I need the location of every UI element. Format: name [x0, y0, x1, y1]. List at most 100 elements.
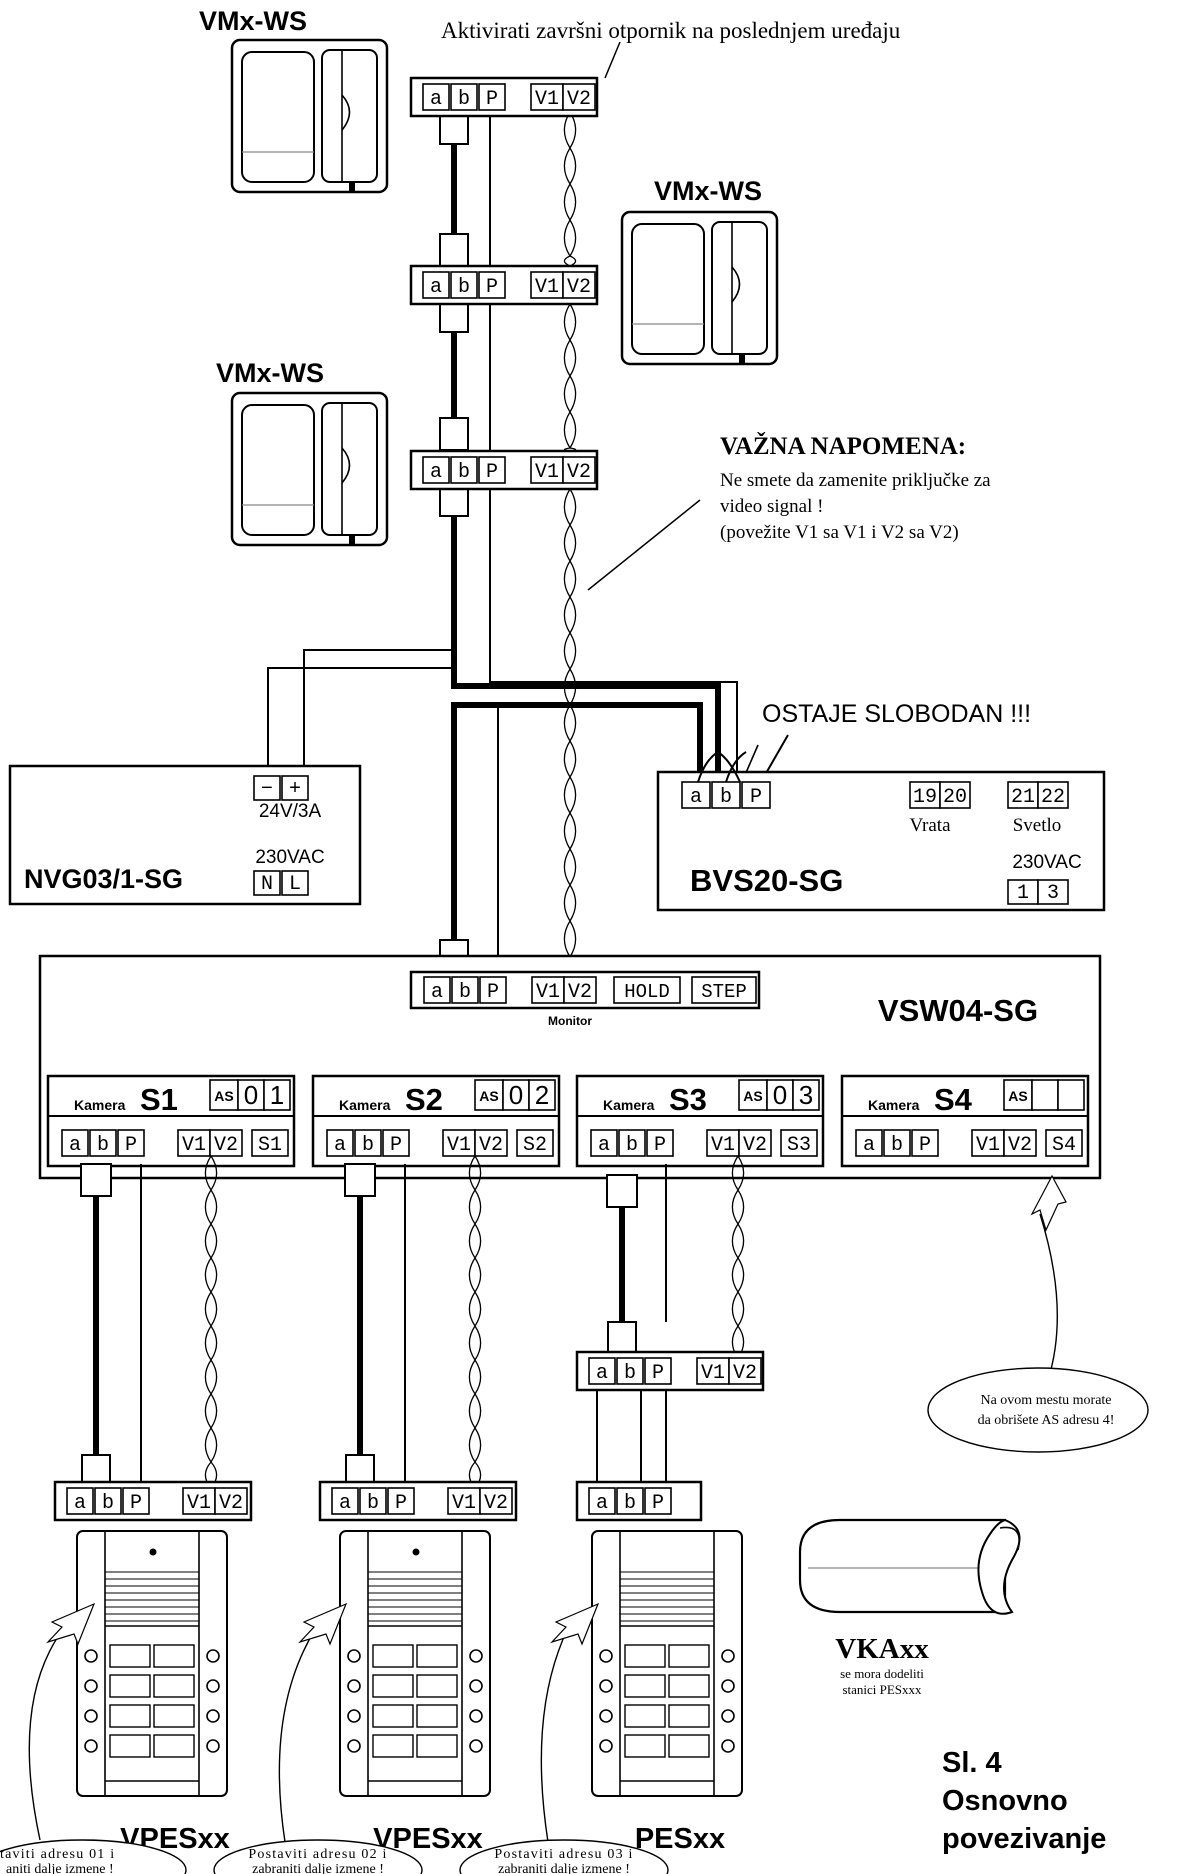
- switch-v2: V2: [563, 976, 597, 1004]
- cam2-p-label: P: [390, 1134, 402, 1157]
- camera-word-3: Kamera: [603, 1097, 655, 1113]
- psu-n-terminal-label: N: [261, 873, 273, 896]
- panel-3-name: PESxx: [635, 1823, 725, 1855]
- strip-mon3-a: a: [422, 456, 450, 484]
- cam2-p: P: [382, 1129, 410, 1157]
- cam4-v2: V2: [1003, 1129, 1037, 1157]
- bvs-in-rating: 230VAC: [1012, 852, 1081, 873]
- cam3-b: b: [618, 1129, 646, 1157]
- strip-mon1-p-label: P: [486, 88, 498, 111]
- switch-step-terminal-label: STEP: [701, 981, 747, 1003]
- switch-p: P: [479, 976, 507, 1004]
- bvs-3-terminal: 3: [1037, 879, 1069, 905]
- strip-mon3-p-label: P: [486, 461, 498, 484]
- switch-name: VSW04-SG: [878, 993, 1038, 1028]
- bvs-1-terminal: 1: [1007, 879, 1039, 905]
- monitor-title-2: VMx-WS: [654, 176, 762, 206]
- bvs-20-terminal-label: 20: [943, 786, 967, 809]
- switch-a: a: [423, 976, 451, 1004]
- strip-p1-v2-label: V2: [219, 1492, 243, 1515]
- strip-mon3-v2: V2: [562, 456, 596, 484]
- strip-mon1-b: b: [450, 83, 478, 111]
- as-label-4: AS: [1008, 1088, 1027, 1104]
- strip-p2-v2-label: V2: [484, 1492, 508, 1515]
- panel-2-note-bubble: [213, 1839, 423, 1874]
- switch-hold-terminal-label: HOLD: [624, 981, 670, 1003]
- strip-p3-a: a: [588, 1487, 616, 1515]
- cam1-v2-label: V2: [214, 1134, 238, 1157]
- cam1-sw-label: S1: [258, 1134, 282, 1157]
- cam2-a: a: [326, 1129, 354, 1157]
- strip-p3-b-label: b: [624, 1492, 636, 1515]
- cam2-b-label: b: [362, 1134, 374, 1157]
- vka-name: VKAxx: [835, 1633, 929, 1665]
- strip-mon2-a: a: [422, 271, 450, 299]
- important-note-line1: Ne smete da zamenite priključke za: [720, 470, 991, 491]
- strip-p1-a-label: a: [74, 1492, 86, 1515]
- strip-p1-v2: V2: [214, 1487, 248, 1515]
- cam2-v2-label: V2: [479, 1134, 503, 1157]
- strip-mon1-p: P: [478, 83, 506, 111]
- bvs-name: BVS20-SG: [690, 863, 843, 898]
- cam3-a: a: [590, 1129, 618, 1157]
- bvs-a-terminal: a: [681, 781, 711, 809]
- strip-s3mid-v1: V1: [696, 1357, 730, 1385]
- as-digit1-3: 0: [773, 1080, 787, 1110]
- switch-v1: V1: [531, 976, 565, 1004]
- strip-p1-b: b: [94, 1487, 122, 1515]
- strip-p3-b: b: [616, 1487, 644, 1515]
- s4-note-bubble: [927, 1367, 1149, 1453]
- cam4-v1-label: V1: [976, 1134, 1000, 1157]
- camera-lens-1-icon: [149, 1548, 157, 1556]
- cam1-a-label: a: [69, 1134, 81, 1157]
- cam1-p: P: [117, 1129, 145, 1157]
- bvs-3-terminal-label: 3: [1047, 882, 1059, 905]
- strip-mon3-a-label: a: [430, 461, 442, 484]
- strip-p2-b: b: [359, 1487, 387, 1515]
- strip-mon2-v2-label: V2: [567, 276, 591, 299]
- cam1-b-label: b: [97, 1134, 109, 1157]
- panel-1-note-line1: taviti adresu 01 i: [0, 1847, 115, 1862]
- switch-a-label: a: [431, 981, 443, 1004]
- cam4-p: P: [911, 1129, 939, 1157]
- bvs-b-terminal-label: b: [720, 786, 732, 809]
- important-note-title: VAŽNA NAPOMENA:: [720, 432, 966, 460]
- cam2-v1-label: V1: [447, 1134, 471, 1157]
- panel-2-note-line1: Postaviti adresu 02 i: [248, 1847, 387, 1862]
- psu-l-terminal: L: [281, 870, 309, 896]
- cam4-v2-label: V2: [1008, 1134, 1032, 1157]
- strip-mon2-b-label: b: [458, 276, 470, 299]
- strip-mon3-p: P: [478, 456, 506, 484]
- monitor-title-3: VMx-WS: [216, 358, 324, 388]
- cam3-sw-label: S3: [787, 1134, 811, 1157]
- strip-p1-p: P: [122, 1487, 150, 1515]
- camera-label-2: S2: [405, 1082, 443, 1117]
- as-digit2-3: 3: [799, 1080, 813, 1110]
- cam3-v1-label: V1: [711, 1134, 735, 1157]
- strip-s3mid-b: b: [616, 1357, 644, 1385]
- door-panel-1: [76, 1530, 228, 1797]
- psu-minus-terminal-label: −: [261, 778, 273, 801]
- strip-s3mid-v2-label: V2: [733, 1362, 757, 1385]
- monitor-unit-3: [230, 391, 389, 547]
- bvs-1-terminal-label: 1: [1017, 882, 1029, 905]
- strip-p2-v1-label: V1: [452, 1492, 476, 1515]
- panel-3-note-line1: Postaviti adresu 03 i: [494, 1847, 633, 1862]
- strip-p2-p-label: P: [395, 1492, 407, 1515]
- psu-plus-terminal-label: +: [289, 778, 301, 801]
- camera-word-1: Kamera: [74, 1097, 126, 1113]
- bvs-22-terminal: 22: [1037, 781, 1069, 809]
- panel-1-note-bubble: [0, 1839, 187, 1874]
- bvs-20-terminal: 20: [939, 781, 971, 809]
- strip-p2-v1: V1: [447, 1487, 481, 1515]
- psu-plus-terminal: +: [281, 775, 309, 801]
